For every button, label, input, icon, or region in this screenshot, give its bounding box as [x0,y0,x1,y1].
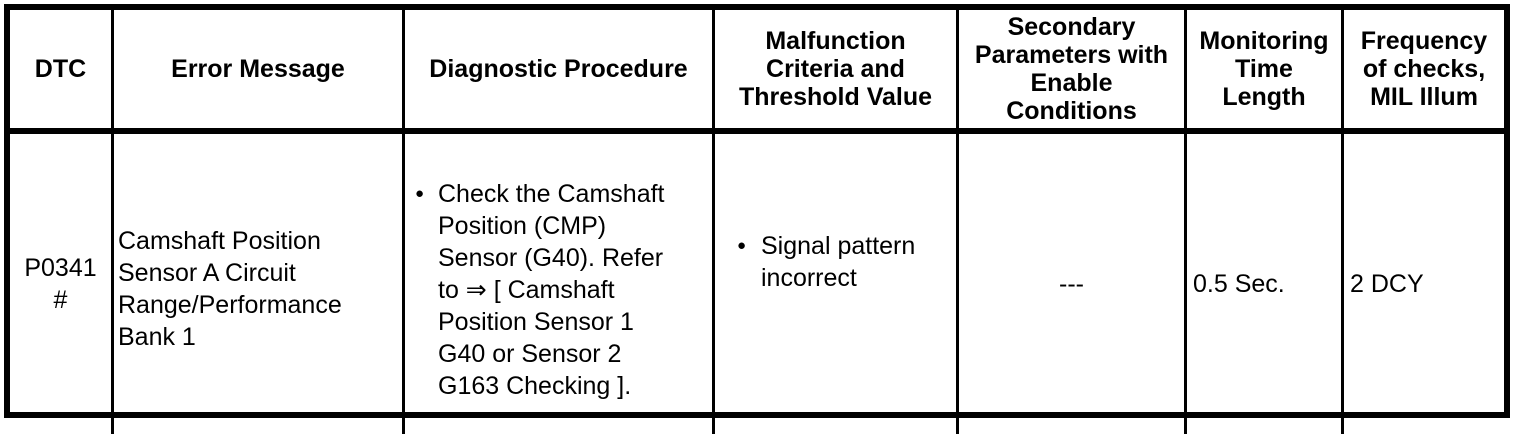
header-cell-monitoring-time-length: Monitoring Time Length [1187,10,1344,128]
cell-diagnostic-procedure: ● Check the Camshaft Position (CMP) Sens… [405,134,715,434]
cell-secondary-parameters: --- [959,134,1187,434]
cell-frequency-of-checks: 2 DCY [1350,270,1424,298]
malfunction-criteria-bullet-item: ● Signal pattern incorrect [737,230,915,294]
header-cell-frequency-of-checks: Frequency of checks, MIL Illum [1360,27,1488,111]
cell-malfunction-criteria: ● Signal pattern incorrect [715,134,959,434]
table-row: P0341 # Camshaft Position Sensor A Circu… [10,134,1504,434]
header-cell-error-message: Error Message [114,10,405,128]
header-cell-dtc: DTC [10,10,114,128]
bullet-icon: ● [737,237,747,254]
bullet-icon: ● [415,185,425,202]
cell-monitoring-time-length: 0.5 Sec. [1187,134,1344,434]
cell-dtc-code: P0341 # [10,134,114,434]
diagnostic-procedure-text: Check the Camshaft Position (CMP) Sensor… [438,180,665,400]
header-cell-malfunction-criteria: Malfunction Criteria and Threshold Value [715,10,959,128]
cell-error-message: Camshaft Position Sensor A Circuit Range… [114,134,405,434]
malfunction-criteria-text: Signal pattern incorrect [761,232,916,292]
header-cell-secondary-parameters: Secondary Parameters with Enable Conditi… [959,10,1187,128]
header-cell-diagnostic-procedure: Diagnostic Procedure [405,10,715,128]
table-header-row: DTC Error Message Diagnostic Procedure M… [10,10,1504,134]
diagnostic-procedure-bullet-item: ● Check the Camshaft Position (CMP) Sens… [415,178,708,402]
dtc-table: DTC Error Message Diagnostic Procedure M… [4,4,1510,434]
